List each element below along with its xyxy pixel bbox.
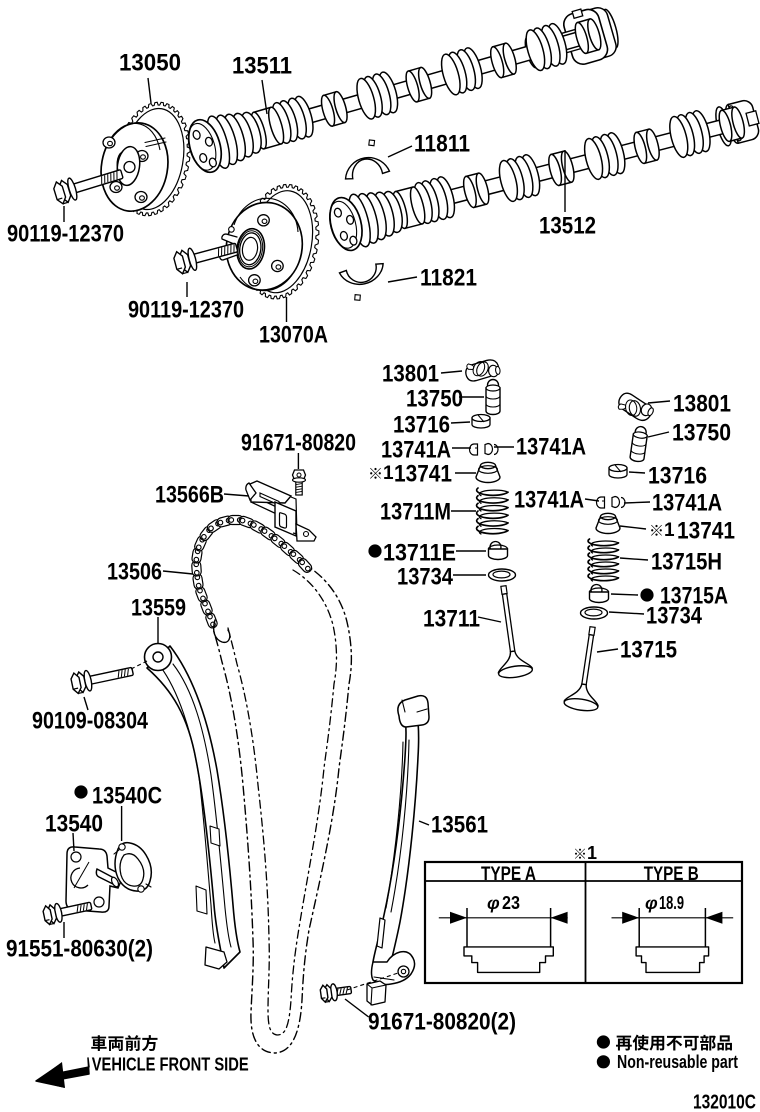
svg-text:13734: 13734 — [646, 603, 703, 630]
svg-text:1: 1 — [664, 520, 675, 541]
svg-text:VEHICLE FRONT SIDE: VEHICLE FRONT SIDE — [92, 1054, 249, 1075]
svg-text:13716: 13716 — [648, 463, 707, 490]
svg-text:13540C: 13540C — [92, 783, 162, 810]
svg-text:13741A: 13741A — [381, 437, 451, 464]
svg-text:90119-12370: 90119-12370 — [7, 221, 124, 248]
svg-text:90119-12370: 90119-12370 — [128, 297, 244, 324]
svg-text:11821: 11821 — [420, 265, 477, 292]
svg-text:13715: 13715 — [620, 637, 677, 664]
svg-text:13741A: 13741A — [514, 487, 584, 514]
svg-text:Non-reusable part: Non-reusable part — [617, 1051, 738, 1072]
svg-text:13566B: 13566B — [155, 482, 224, 509]
svg-text:11811: 11811 — [414, 131, 470, 158]
svg-text:23: 23 — [502, 892, 520, 913]
svg-text:13801: 13801 — [673, 391, 731, 418]
svg-text:φ: φ — [645, 893, 658, 913]
svg-text:13711E: 13711E — [383, 540, 456, 567]
svg-text:91671-80820: 91671-80820 — [241, 430, 356, 457]
svg-text:13715A: 13715A — [660, 583, 728, 610]
svg-text:13741: 13741 — [677, 518, 735, 545]
svg-text:13715H: 13715H — [651, 549, 722, 576]
svg-text:13711M: 13711M — [380, 499, 451, 526]
svg-text:φ: φ — [487, 893, 500, 913]
svg-text:13741A: 13741A — [516, 434, 586, 461]
svg-text:TYPE B: TYPE B — [644, 864, 699, 885]
svg-text:13506: 13506 — [107, 559, 162, 586]
svg-text:90109-08304: 90109-08304 — [32, 708, 149, 735]
svg-text:132010C: 132010C — [693, 1092, 756, 1112]
svg-text:13750: 13750 — [406, 386, 463, 413]
svg-text:13741: 13741 — [394, 461, 452, 488]
svg-text:18.9: 18.9 — [659, 892, 684, 913]
svg-text:13050: 13050 — [119, 50, 181, 77]
svg-text:13741A: 13741A — [652, 490, 722, 517]
svg-text:1: 1 — [587, 843, 597, 863]
svg-text:13750: 13750 — [672, 420, 731, 447]
svg-text:13801: 13801 — [382, 361, 439, 388]
svg-text:13511: 13511 — [232, 53, 292, 80]
svg-text:1: 1 — [383, 463, 394, 484]
svg-text:91671-80820(2): 91671-80820(2) — [368, 1009, 516, 1036]
svg-text:13070A: 13070A — [259, 322, 328, 349]
svg-text:13734: 13734 — [397, 564, 454, 591]
svg-text:91551-80630(2): 91551-80630(2) — [6, 936, 153, 963]
svg-text:13716: 13716 — [393, 412, 450, 439]
svg-text:13711: 13711 — [423, 606, 480, 633]
svg-text:13540: 13540 — [45, 811, 103, 838]
svg-text:TYPE A: TYPE A — [481, 864, 536, 885]
svg-text:13561: 13561 — [431, 812, 488, 839]
svg-text:13559: 13559 — [131, 595, 186, 622]
svg-text:13512: 13512 — [539, 213, 596, 240]
